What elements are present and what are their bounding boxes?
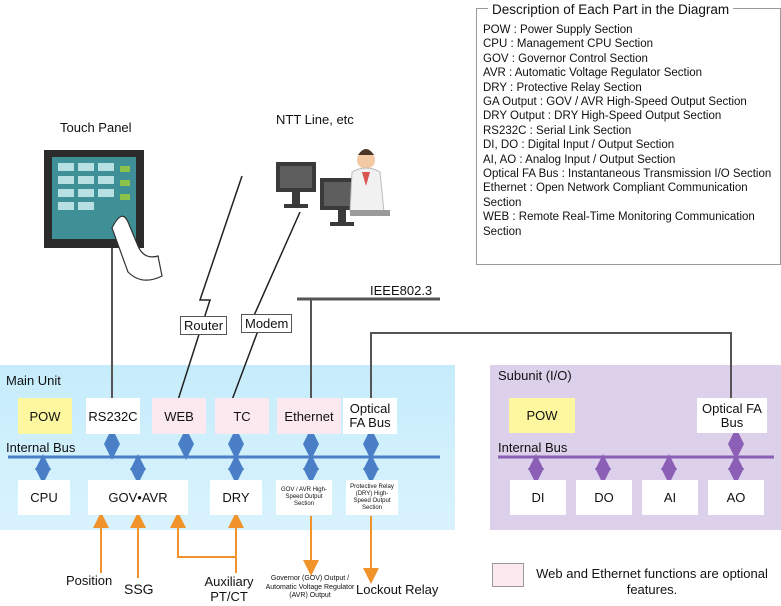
legend-item: DRY : Protective Relay Section xyxy=(483,81,642,94)
legend-item: POW : Power Supply Section xyxy=(483,24,633,36)
legend-item: AVR : Automatic Voltage Regulator Sectio… xyxy=(483,67,703,80)
ntt-line-label: NTT Line, etc xyxy=(276,112,354,127)
gov-avr-output-label: Governor (GOV) Output / Automatic Voltag… xyxy=(265,575,355,599)
optional-features-note: Web and Ethernet functions are optional … xyxy=(536,566,768,597)
main-unit-title: Main Unit xyxy=(6,373,61,388)
legend-item: Optical FA Bus : Instantaneous Transmiss… xyxy=(483,168,772,181)
ao-block: AO xyxy=(708,480,764,515)
legend-item: WEB : Remote Real-Time Monitoring Commun… xyxy=(483,211,755,238)
touch-panel-label: Touch Panel xyxy=(60,120,132,135)
ai-block: AI xyxy=(642,480,698,515)
auxiliary-ptct-label: Auxiliary PT/CT xyxy=(204,574,254,604)
legend-list: POW : Power Supply Section CPU : Managem… xyxy=(483,23,775,239)
operator-illustration xyxy=(276,149,390,226)
position-label: Position xyxy=(66,573,113,588)
main-internal-bus-label: Internal Bus xyxy=(6,440,76,455)
lockout-relay-label: Lockout Relay xyxy=(356,582,439,597)
cpu-block: CPU xyxy=(18,480,70,515)
sub-internal-bus-label: Internal Bus xyxy=(498,440,568,455)
legend-item: GA Output : GOV / AVR High-Speed Output … xyxy=(483,96,747,109)
modem-label: Modem xyxy=(241,314,293,333)
ieee-label: IEEE802.3 xyxy=(370,283,433,298)
di-block: DI xyxy=(510,480,566,515)
sub-pow-block: POW xyxy=(509,398,575,433)
legend-item: CPU : Management CPU Section xyxy=(483,38,654,51)
dry-output-block: Protective Relay (DRY) High-Speed Output… xyxy=(346,480,398,515)
optional-legend-swatch xyxy=(492,563,524,587)
legend-item: Ethernet : Open Network Compliant Commun… xyxy=(483,182,748,209)
main-pow-block: POW xyxy=(18,398,72,434)
sub-optical-block: Optical FA Bus xyxy=(697,398,767,433)
legend-title: Description of Each Part in the Diagram xyxy=(488,2,734,17)
legend-item: DRY Output : DRY High-Speed Output Secti… xyxy=(483,110,722,123)
legend-item: DI, DO : Digital Input / Output Section xyxy=(483,139,675,152)
ssg-label: SSG xyxy=(124,581,154,597)
router-label: Router xyxy=(180,316,228,335)
legend-item: AI, AO : Analog Input / Output Section xyxy=(483,153,676,166)
ga-output-block: GOV / AVR High-Speed Output Section xyxy=(276,480,332,515)
touch-panel-illustration xyxy=(44,150,163,281)
web-block: WEB xyxy=(152,398,206,434)
legend-item: GOV : Governor Control Section xyxy=(483,52,648,65)
do-block: DO xyxy=(576,480,632,515)
legend-item: RS232C : Serial Link Section xyxy=(483,124,632,137)
main-optical-block: Optical FA Bus xyxy=(343,398,397,434)
subunit-title: Subunit (I/O) xyxy=(498,368,572,383)
ethernet-block: Ethernet xyxy=(277,398,341,434)
rs232c-block: RS232C xyxy=(86,398,140,434)
gov-avr-block: GOV•AVR xyxy=(88,480,188,515)
dry-block: DRY xyxy=(210,480,262,515)
tc-block: TC xyxy=(215,398,269,434)
